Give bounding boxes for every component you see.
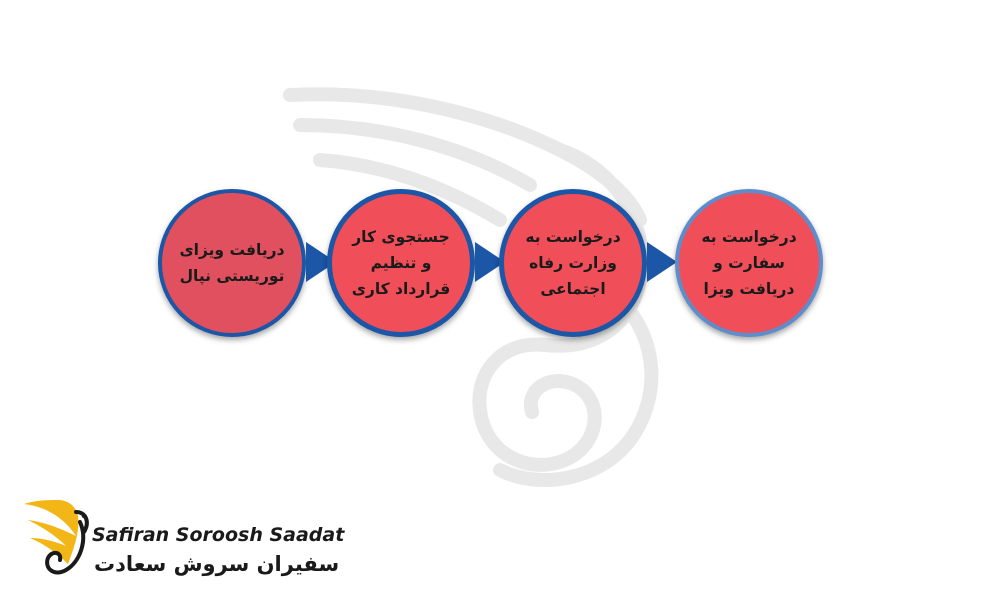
step-label-1: دریافت ویزای توریستی نپال [179,241,285,285]
step-circle-3: درخواست به وزارت رفاه اجتماعی [499,189,647,337]
arrow-right-icon [306,242,336,282]
brand-name-english: Safiran Soroosh Saadat [92,524,345,546]
brand-name-persian: سفیران سروش سعادت [94,552,340,576]
arrow-right-icon [475,242,505,282]
step-circle-4: درخواست به سفارت و دریافت ویزا [675,189,823,337]
step-circle-1: دریافت ویزای توریستی نپال [158,189,306,337]
arrow-right-icon [647,242,677,282]
brand-logo: Safiran Soroosh Saadat سفیران سروش سعادت [18,492,344,592]
step-circle-2: جستجوی کار و تنظیم قرارداد کاری [327,189,475,337]
step-label-3: درخواست به وزارت رفاه اجتماعی [525,228,621,298]
step-label-2: جستجوی کار و تنظیم قرارداد کاری [351,228,451,298]
golden-bird-logo-icon [24,500,89,575]
step-label-4: درخواست به سفارت و دریافت ویزا [701,228,797,298]
